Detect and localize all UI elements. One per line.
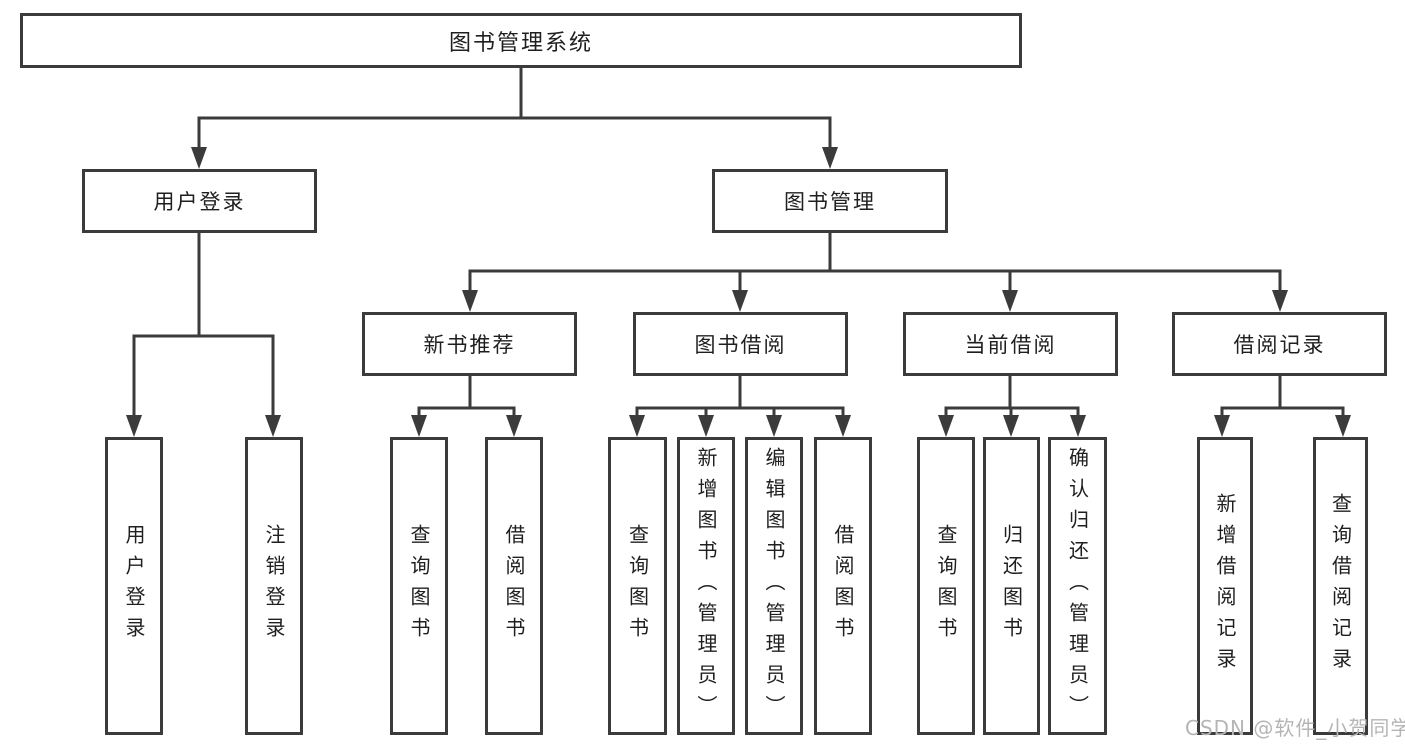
node-leaf-query-books-recommend: 查询图书 (390, 437, 448, 735)
node-book-borrowing: 图书借阅 (633, 312, 848, 376)
node-leaf-add-borrow-record: 新增借阅记录 (1197, 437, 1253, 735)
node-leaf-borrow-books-recommend: 借阅图书 (485, 437, 543, 735)
node-leaf-user-login: 用户登录 (105, 437, 163, 735)
node-leaf-query-books-current: 查询图书 (917, 437, 975, 735)
node-borrowing-records: 借阅记录 (1172, 312, 1387, 376)
node-book-management: 图书管理 (712, 169, 948, 233)
node-leaf-return-books: 归还图书 (983, 437, 1040, 735)
node-leaf-confirm-return-admin: 确认归还（管理员） (1048, 437, 1107, 735)
watermark-text: CSDN @软件_小贺同学 (1185, 716, 1405, 740)
node-leaf-query-books-borrow: 查询图书 (608, 437, 667, 735)
node-leaf-edit-books-admin: 编辑图书（管理员） (745, 437, 803, 735)
node-leaf-query-borrow-record: 查询借阅记录 (1313, 437, 1368, 735)
node-new-book-recommendation: 新书推荐 (362, 312, 577, 376)
node-leaf-logout-login: 注销登录 (245, 437, 303, 735)
node-library-management-system: 图书管理系统 (20, 13, 1022, 68)
node-user-login: 用户登录 (82, 169, 317, 233)
node-leaf-borrow-books: 借阅图书 (814, 437, 872, 735)
node-leaf-add-books-admin: 新增图书（管理员） (677, 437, 735, 735)
node-current-borrowing: 当前借阅 (903, 312, 1118, 376)
